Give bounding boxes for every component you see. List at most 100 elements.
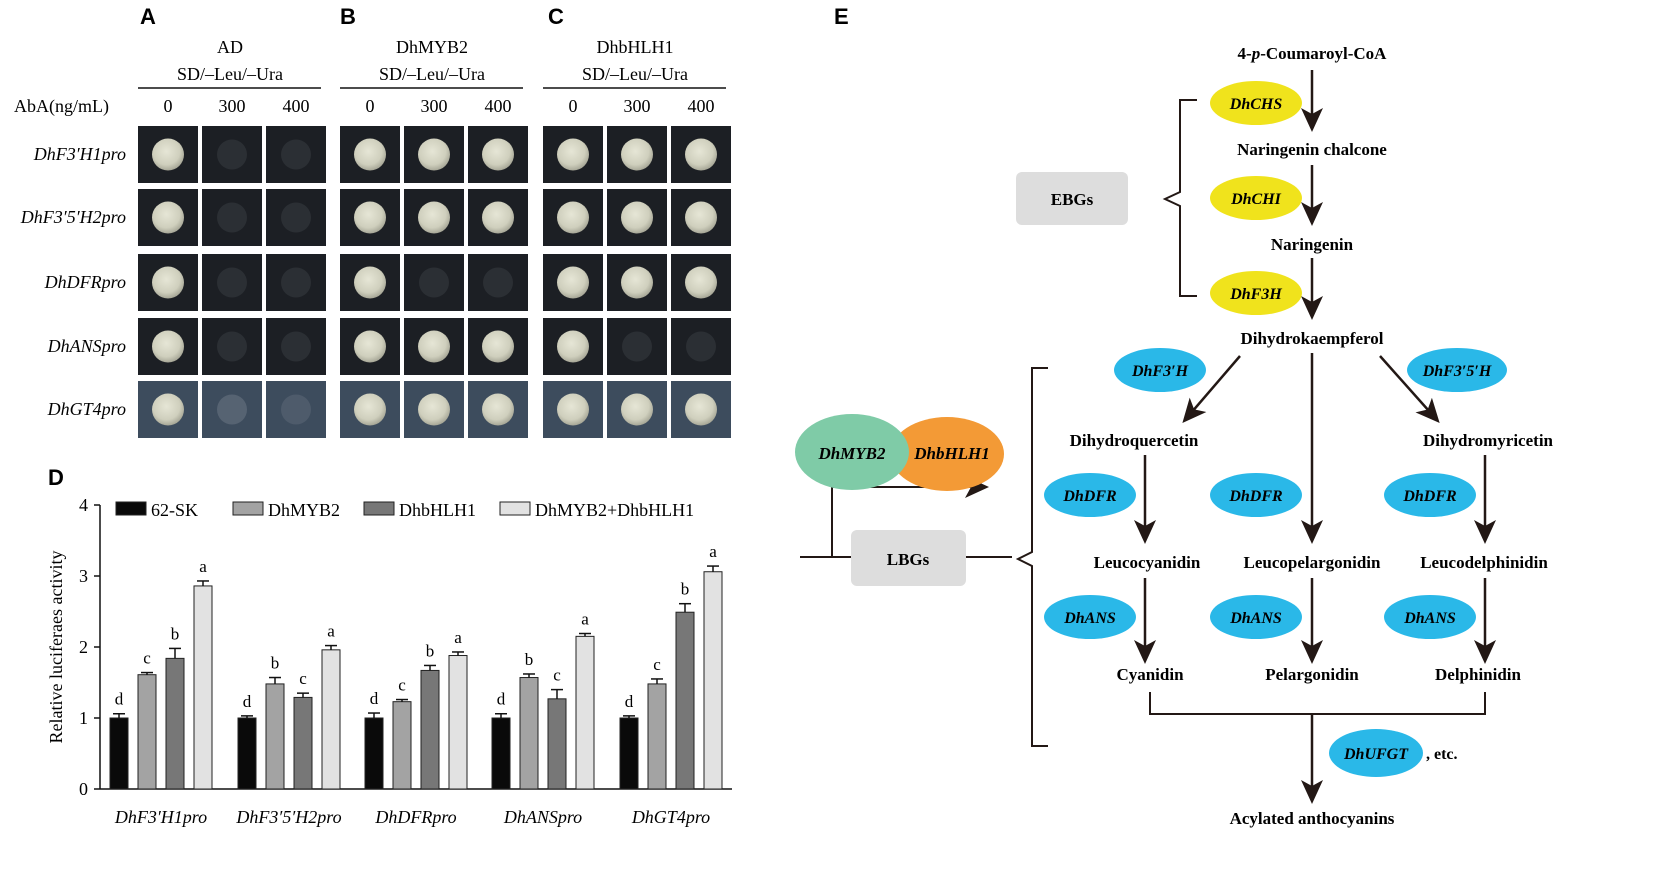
enzyme-dhans-left-label: DhANS (1063, 610, 1116, 627)
bar (647, 683, 667, 790)
significance-label: a (709, 542, 717, 561)
aba-label: AbA(ng/mL) (14, 96, 109, 117)
enzyme-dhufgt-label: DhUFGT (1343, 746, 1409, 763)
lbg-label: LBGs (887, 550, 930, 569)
y-tick-label: 1 (79, 708, 88, 728)
colony (152, 393, 184, 426)
colony (685, 393, 717, 426)
dhbhlh1-ellipse (890, 417, 1004, 491)
colony-faint (281, 139, 311, 170)
node-naringenin-chalcone: Naringenin chalcone (1237, 140, 1387, 159)
legend-label: DhMYB2+DhbHLH1 (535, 500, 694, 520)
plate-cell (404, 254, 464, 311)
significance-label: d (497, 690, 506, 709)
node-naringenin: Naringenin (1271, 235, 1354, 254)
significance-label: c (143, 649, 151, 668)
bar (265, 683, 285, 790)
colony-faint (281, 331, 311, 362)
colony (418, 393, 450, 426)
enzyme-dhdfr-center (1210, 473, 1302, 517)
legend-swatch (363, 501, 395, 516)
bar (392, 701, 412, 790)
significance-label: d (625, 692, 634, 711)
plate-cell (266, 381, 326, 438)
arrow-f3ph (1182, 355, 1241, 424)
colony (685, 138, 717, 171)
colony-faint (217, 267, 247, 298)
colony (621, 266, 653, 299)
enzyme-dhchi-label: DhCHI (1230, 191, 1282, 208)
promoter-row-label: DhF3′H1pro (33, 144, 126, 164)
promoter-row-label: DhANSpro (47, 336, 126, 356)
plate-cell (202, 126, 262, 183)
promoter-row-label: DhF3′5′H2pro (20, 207, 126, 227)
significance-label: a (454, 628, 462, 647)
plate-cell (671, 318, 731, 375)
colony (557, 138, 589, 171)
colony (152, 201, 184, 234)
significance-label: d (370, 689, 379, 708)
legend-swatch (232, 501, 264, 516)
plate-cell (266, 189, 326, 246)
enzyme-dhf3h (1210, 271, 1302, 315)
arrow-f35ph (1379, 355, 1440, 423)
promoter-row-label: DhGT4pro (47, 399, 126, 419)
enzyme-dhans-right (1384, 595, 1476, 639)
plate-cell (266, 318, 326, 375)
significance-label: b (525, 650, 534, 669)
enzyme-dhdfr-right (1384, 473, 1476, 517)
node-dihydroquercetin: Dihydroquercetin (1070, 431, 1199, 450)
enzyme-dhans-center (1210, 595, 1302, 639)
ebg-brace (1162, 99, 1197, 297)
dhmyb2-ellipse (795, 414, 909, 490)
dhmyb2-label: DhMYB2 (817, 444, 886, 463)
x-tick-label: DhF3′H1pro (114, 807, 207, 827)
enzyme-dhufgt (1329, 729, 1423, 777)
bar (448, 655, 468, 790)
colony-faint (281, 267, 311, 298)
legend-swatch (115, 501, 147, 516)
lbg-box (851, 530, 966, 586)
bar (619, 717, 639, 790)
significance-label: a (199, 557, 207, 576)
concentration-label: 300 (421, 96, 448, 116)
panel-label-a: A (140, 4, 156, 29)
node-leucodelphinidin: Leucodelphinidin (1420, 553, 1548, 572)
enzyme-dhchi (1210, 176, 1302, 220)
colony-faint (217, 331, 247, 362)
node-delphinidin: Delphinidin (1435, 665, 1522, 684)
colony (685, 201, 717, 234)
colony (482, 138, 514, 171)
enzyme-dhchs (1210, 81, 1302, 125)
dhbhlh1-label: DhbHLH1 (913, 444, 990, 463)
enzyme-dhdfr-center-label: DhDFR (1228, 488, 1283, 505)
colony (418, 201, 450, 234)
colony (557, 201, 589, 234)
lbg-brace (1015, 367, 1048, 747)
node-acylated-anthocyanins: Acylated anthocyanins (1230, 809, 1395, 828)
colony (418, 330, 450, 363)
colony (621, 393, 653, 426)
y-tick-label: 0 (79, 779, 88, 799)
colony (354, 393, 386, 426)
colony (557, 266, 589, 299)
colony (685, 266, 717, 299)
bar (137, 674, 157, 790)
plate-cell (607, 318, 667, 375)
node-coumaroyl-coa: 4-p-Coumaroyl-CoA (1238, 44, 1388, 63)
colony-faint (217, 202, 247, 233)
significance-label: c (553, 666, 561, 685)
colony (418, 138, 450, 171)
bar (675, 611, 695, 790)
enzyme-dhf35ph-label: DhF3′5′H (1422, 363, 1492, 380)
x-tick-label: DhDFRpro (374, 807, 456, 827)
plate-cell (202, 189, 262, 246)
plate-cell (202, 381, 262, 438)
node-leucocyanidin: Leucocyanidin (1094, 553, 1201, 572)
colony-faint (419, 267, 449, 298)
colony (482, 393, 514, 426)
bar (703, 571, 723, 790)
colony (354, 138, 386, 171)
concentration-label: 0 (569, 96, 578, 116)
